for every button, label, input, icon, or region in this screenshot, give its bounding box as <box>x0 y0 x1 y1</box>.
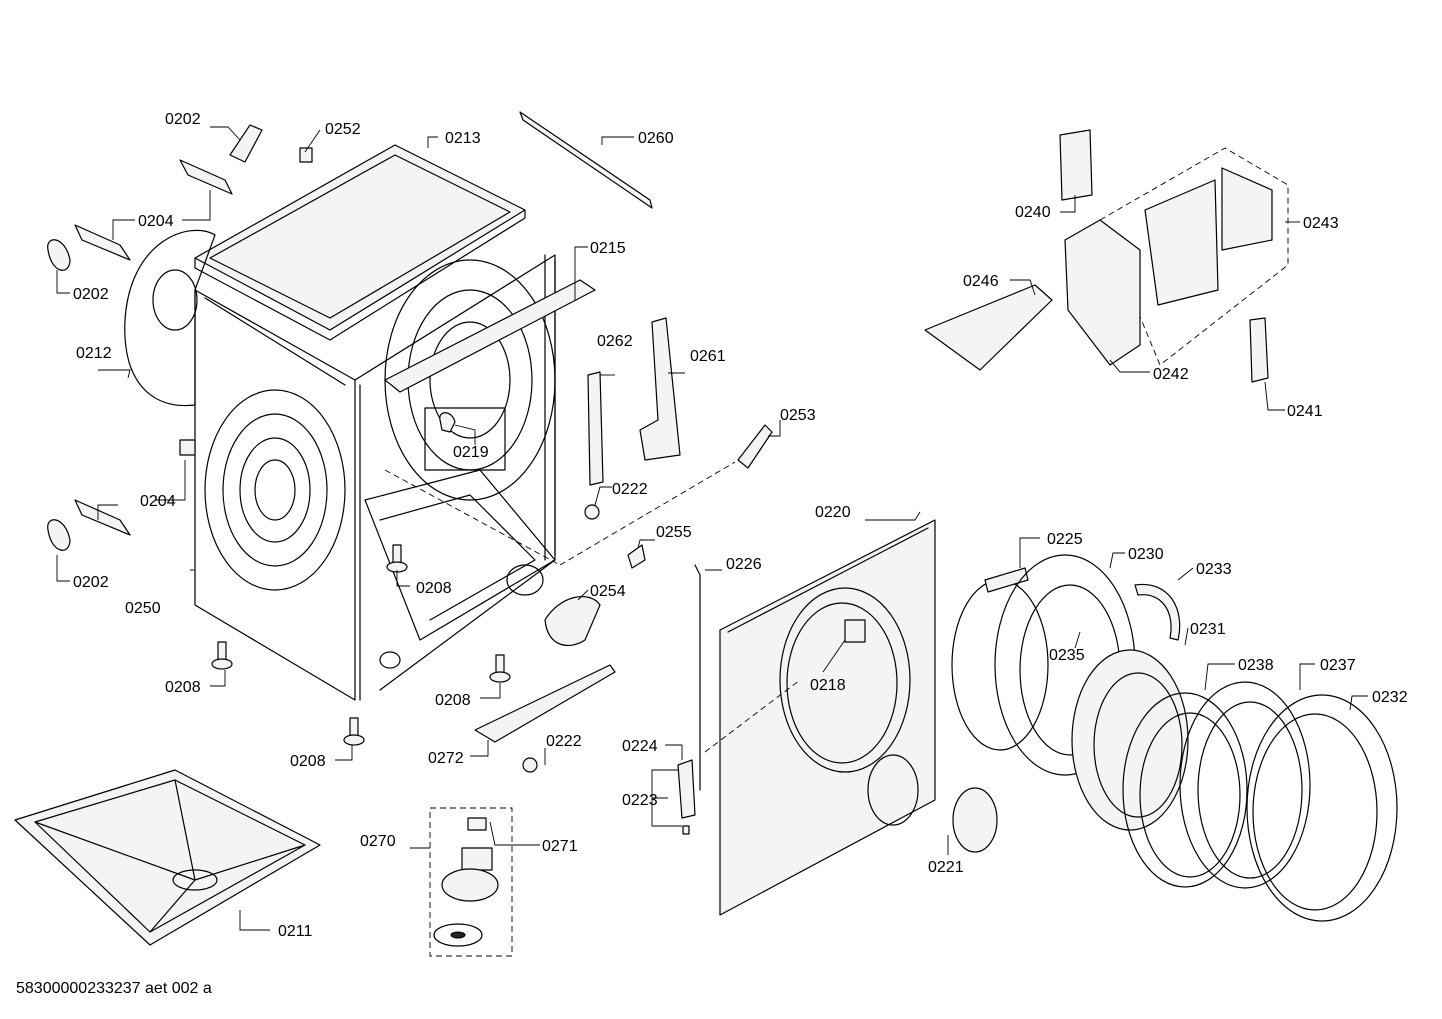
label-0252: 0252 <box>325 121 361 138</box>
label-0242: 0242 <box>1153 366 1189 383</box>
label-0272: 0272 <box>428 750 464 767</box>
label-0218: 0218 <box>810 677 846 694</box>
label-0222: 0222 <box>612 481 648 498</box>
label-0254: 0254 <box>590 583 626 600</box>
label-0223: 0223 <box>622 792 658 809</box>
label-0253: 0253 <box>780 407 816 424</box>
cabinet-housing <box>124 144 596 701</box>
label-0221: 0221 <box>928 859 964 876</box>
label-0208: 0208 <box>165 679 201 696</box>
label-0255: 0255 <box>656 524 692 541</box>
label-0202: 0202 <box>73 574 109 591</box>
label-0230: 0230 <box>1128 546 1164 563</box>
label-0243: 0243 <box>1303 215 1339 232</box>
document-id: 58300000233237 aet 002 a <box>16 980 212 997</box>
label-0260: 0260 <box>638 130 674 147</box>
label-0213: 0213 <box>445 130 481 147</box>
label-0219: 0219 <box>453 444 489 461</box>
label-0231: 0231 <box>1190 621 1226 638</box>
label-0215: 0215 <box>590 240 626 257</box>
pressure-switch-group <box>429 807 513 957</box>
label-0211: 0211 <box>278 923 313 940</box>
label-0271: 0271 <box>542 838 578 855</box>
label-0222: 0222 <box>546 733 582 750</box>
label-0202: 0202 <box>73 286 109 303</box>
label-0224: 0224 <box>622 738 658 755</box>
label-0204: 0204 <box>138 213 174 230</box>
label-0204: 0204 <box>140 493 176 510</box>
small-parts <box>47 111 773 773</box>
label-0240: 0240 <box>1015 204 1051 221</box>
base-plate <box>14 769 321 946</box>
label-0233: 0233 <box>1196 561 1232 578</box>
front-panel <box>677 519 936 916</box>
label-0208: 0208 <box>435 692 471 709</box>
electronics-group <box>924 129 1289 383</box>
part-number-labels: 0202 0252 0213 0260 0204 0202 0215 0212 … <box>73 111 1408 940</box>
leader-lines <box>56 126 1368 931</box>
label-0226: 0226 <box>726 556 762 573</box>
label-0261: 0261 <box>690 348 726 365</box>
label-0241: 0241 <box>1287 403 1323 420</box>
label-0212: 0212 <box>76 345 112 362</box>
label-0270: 0270 <box>360 833 396 850</box>
label-0208: 0208 <box>416 580 452 597</box>
label-0208: 0208 <box>290 753 326 770</box>
label-0232: 0232 <box>1372 689 1408 706</box>
label-0237: 0237 <box>1320 657 1356 674</box>
door-assembly <box>951 554 1398 922</box>
label-0262: 0262 <box>597 333 633 350</box>
label-0235: 0235 <box>1049 647 1085 664</box>
label-0202: 0202 <box>165 111 201 128</box>
label-0238: 0238 <box>1238 657 1274 674</box>
label-0246: 0246 <box>963 273 999 290</box>
label-0250: 0250 <box>125 600 161 617</box>
label-0225: 0225 <box>1047 531 1083 548</box>
label-0220: 0220 <box>815 504 851 521</box>
